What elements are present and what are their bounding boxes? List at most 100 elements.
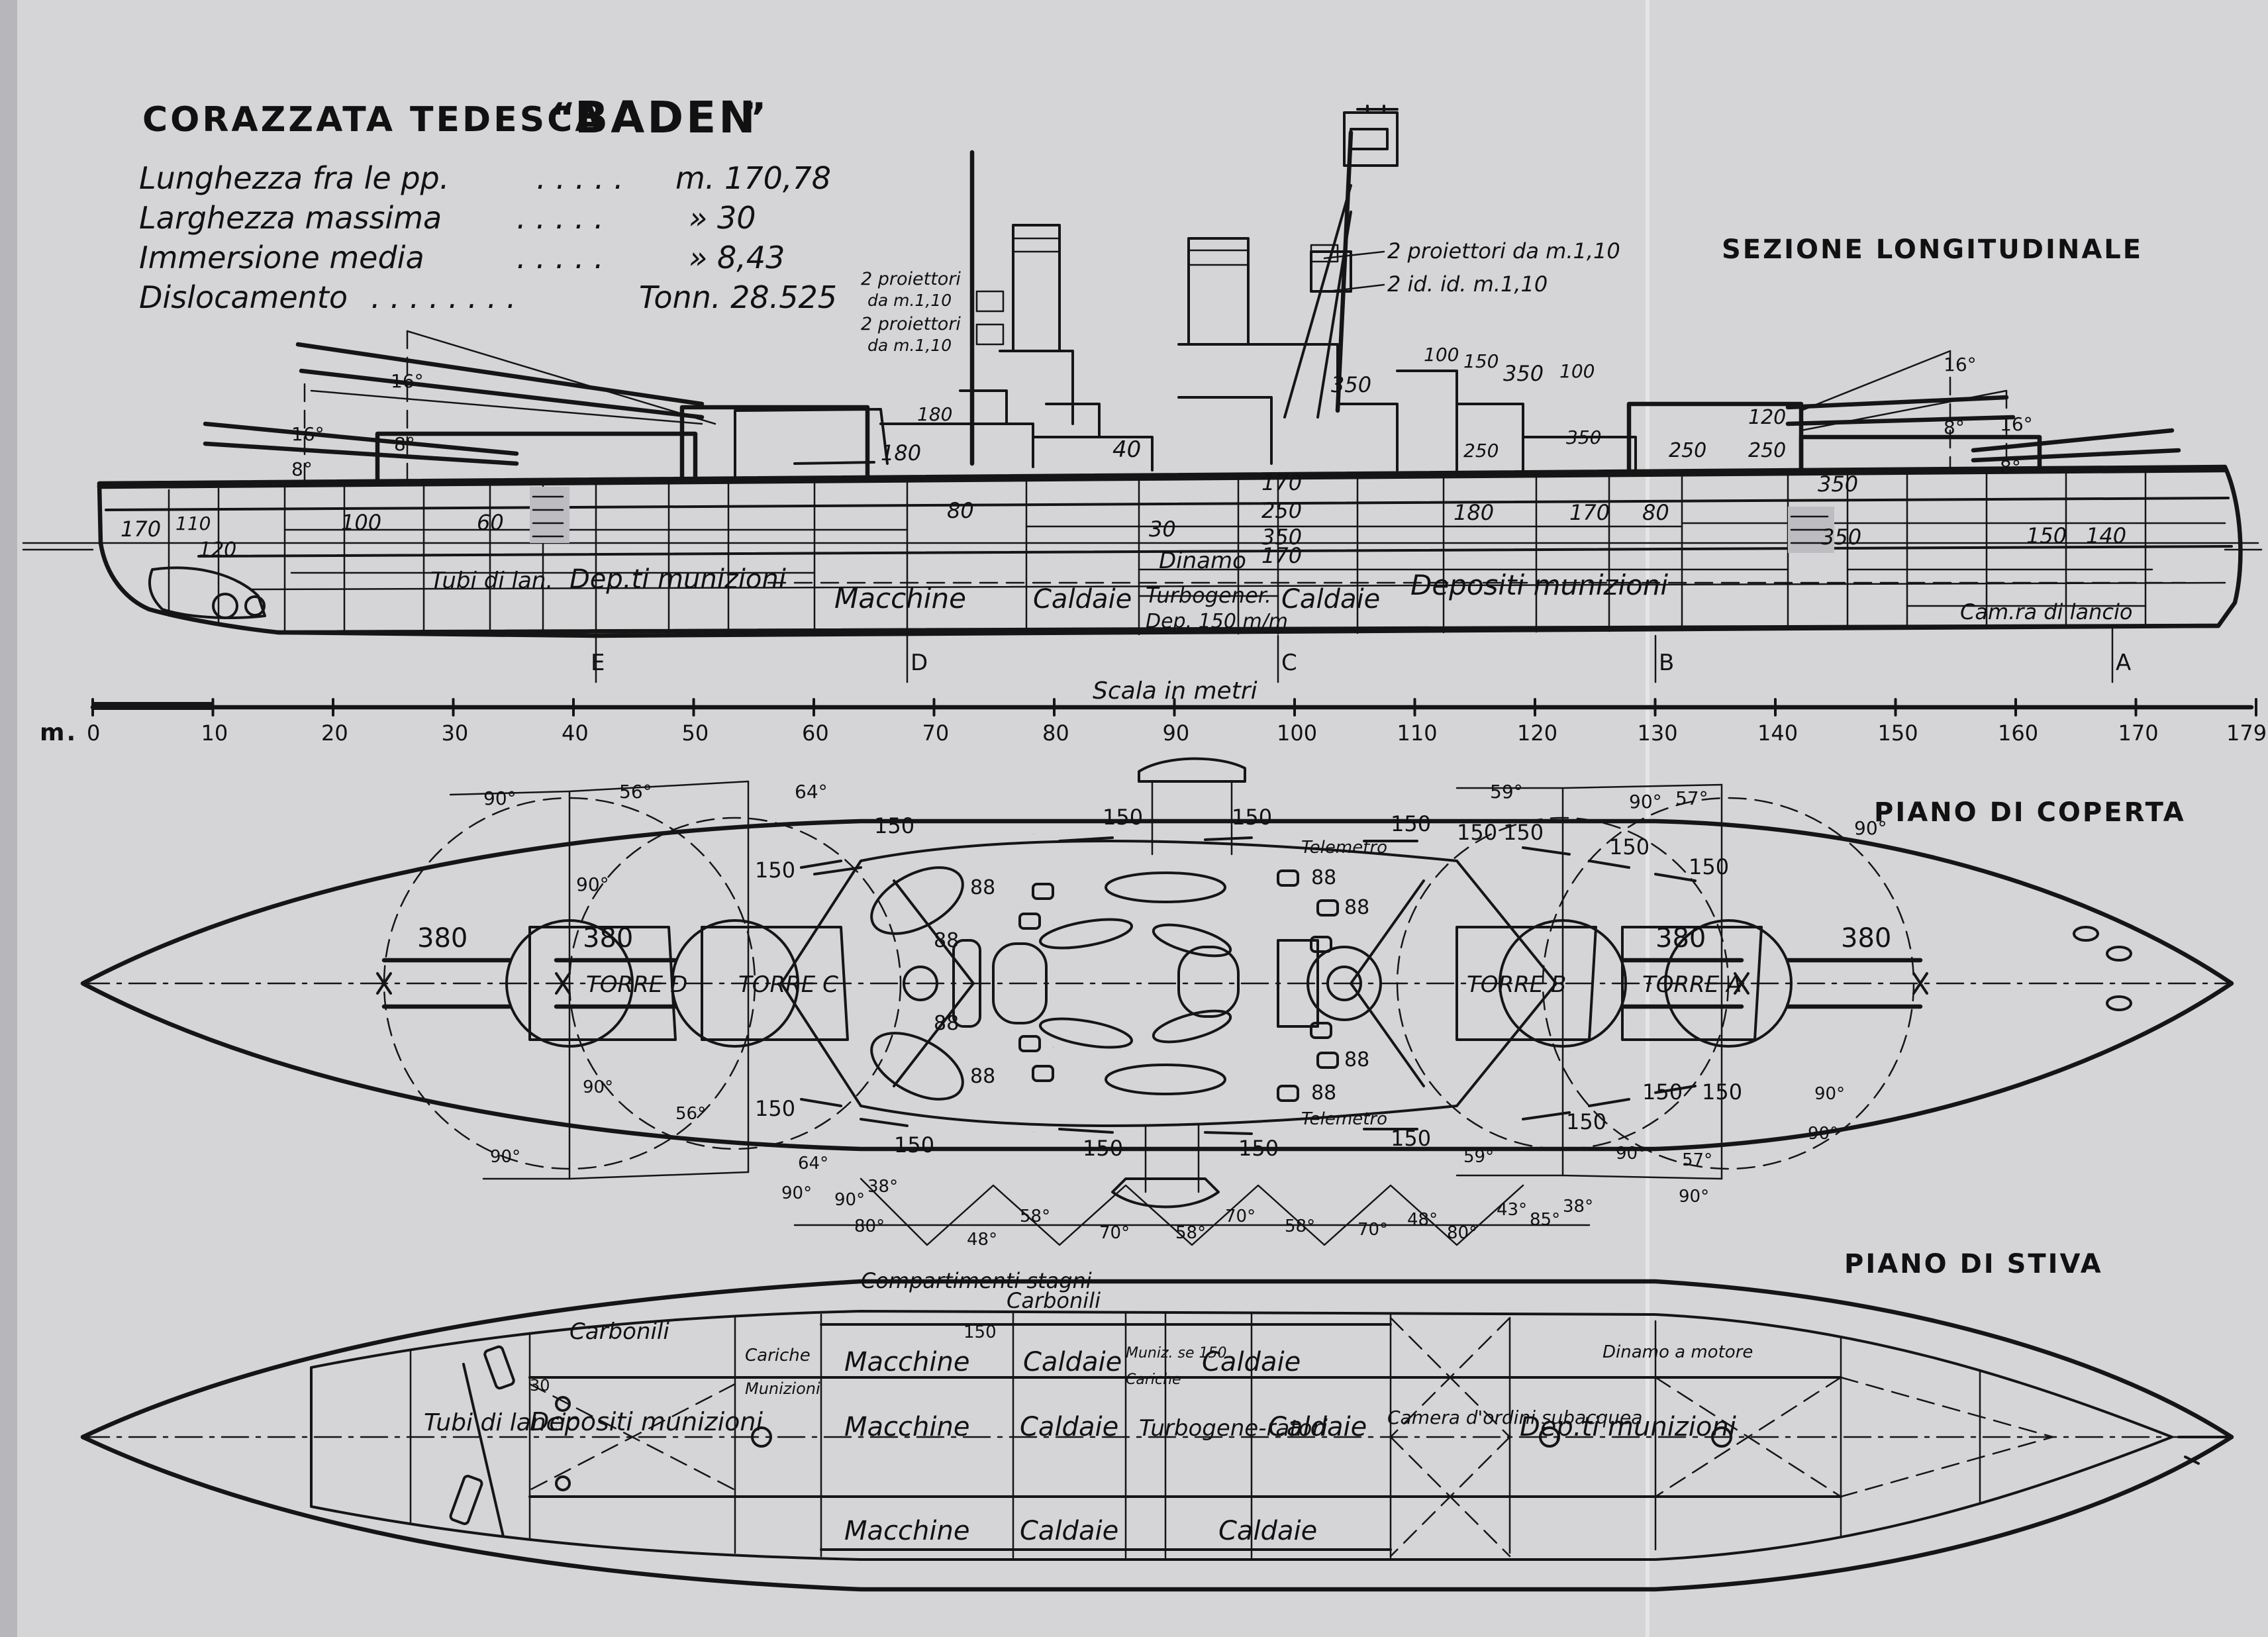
turret-B-shield	[1455, 926, 1597, 1041]
armor-250-fwd-a: 250	[1669, 439, 1706, 462]
armor-80-fwd: 80	[1642, 500, 1669, 525]
arc-top-5: 59°	[1490, 781, 1523, 803]
hold-frames	[310, 1311, 1981, 1559]
superstructure	[734, 343, 1637, 483]
elevation-aft-top: 16°	[391, 370, 424, 392]
aft-mast-base	[952, 939, 981, 1028]
turret-labels: TORRE D TORRE C TORRE B TORRE A	[586, 971, 1742, 998]
scale-tick-label: 179,	[2226, 720, 2268, 746]
scale-tick-label: 20	[321, 720, 348, 746]
armor-350-fwd-low: 350	[1821, 524, 1861, 550]
casemate-150-10: 150	[755, 1096, 795, 1121]
searchlight-fore-platform	[1310, 244, 1339, 263]
torpedo-line	[462, 1363, 505, 1538]
gun-88-2: 88	[934, 929, 959, 952]
scale-tick-label: 0	[87, 720, 100, 746]
armor-350-fwd-top: 350	[1503, 361, 1544, 386]
armor-120-fwd: 120	[1748, 406, 1786, 429]
hawse-3	[2106, 995, 2132, 1011]
spec-value-beam: » 30	[689, 200, 756, 236]
hold-labels: Compartimenti stagni Carbonili Carbonili…	[424, 1268, 1753, 1546]
armor-350-fwd-belt: 350	[1818, 471, 1858, 497]
scale-tick-label: 130	[1638, 720, 1678, 746]
scale-tick-label: 60	[802, 720, 829, 746]
armor-40: 40	[1112, 436, 1141, 463]
armor-170-fwd: 170	[1569, 500, 1610, 525]
gun-88-6: 88	[1344, 896, 1369, 919]
gun-88-5: 88	[1311, 866, 1336, 889]
arc-bottom-1: 90°	[490, 1147, 520, 1167]
searchlight-mast-platform	[975, 290, 1005, 313]
scale-tick-label: 10	[201, 720, 228, 746]
torpedo-tube-aft	[483, 1345, 515, 1390]
armor-hatch-fwd	[1790, 515, 1829, 544]
searchlight-note-funnel-1: 2 proiettori	[861, 269, 961, 289]
arc-top-3: 64°	[795, 781, 828, 803]
armor-180-aft-tower: 180	[917, 403, 952, 425]
compartment-labels: Tubi di lan. Dep.ti munizioni Macchine C…	[430, 548, 2132, 633]
arc-top-8: 90°	[1854, 817, 1887, 839]
scale-tick-label: 100	[1277, 720, 1317, 746]
specs-table: Lunghezza fra le pp. . . . . . m. 170,78…	[139, 160, 837, 315]
hold-depositi-munizioni: Depositi munizioni	[530, 1407, 763, 1436]
casemate-150-7: 150	[1503, 820, 1544, 845]
profile-turret-E	[295, 342, 870, 483]
elevation-fwd-top-8: 8°	[1944, 417, 1965, 438]
armor-140-bow: 140	[2086, 523, 2126, 548]
spec-label-displacement: Dislocamento	[139, 279, 348, 315]
elevation-aft-low-8: 8°	[291, 458, 313, 480]
hold-macchine-2: Macchine	[844, 1412, 969, 1442]
hold-long-bulkheads	[528, 1323, 1842, 1551]
arc-bottom-26: 90°	[1814, 1084, 1845, 1104]
armor-350-bridge: 350	[1331, 372, 1371, 397]
turret-name-C: TORRE C	[738, 971, 838, 998]
gun-88-12: 88	[1331, 1034, 1332, 1035]
hold-150: 150	[963, 1322, 997, 1342]
casemate-150-16: 150	[1642, 1079, 1683, 1105]
arc-bottom-7: 38°	[867, 1177, 898, 1197]
section-label-E: E	[591, 650, 605, 676]
section-label-B: B	[1659, 650, 1674, 676]
spec-leader-draught: . . . . .	[517, 240, 604, 275]
casemate-150-1: 150	[874, 813, 914, 838]
elevation-fwd-low-8: 8°	[2000, 456, 2021, 478]
hold-dep-munizioni-fwd: Dep.ti munizioni	[1520, 1412, 1736, 1442]
searchlight-note-mast-2: 2 id. id. m.1,10	[1387, 272, 1548, 297]
armor-hatch-aft	[532, 495, 564, 538]
profile-label-dinamo: Dinamo	[1159, 548, 1246, 574]
rudder	[148, 566, 266, 619]
armor-170-stern: 170	[121, 517, 161, 542]
turret-A-barbette	[1664, 919, 1793, 1048]
hold-turbogeneratori: Turbogene-ratori	[1139, 1415, 1328, 1442]
searchlight-note-mast-1: 2 proiettori da m.1,10	[1387, 238, 1620, 264]
title-close-quote: ”	[740, 95, 769, 141]
hold-caldaie-5: Caldaie	[1020, 1516, 1118, 1546]
hold-dinamo-motore: Dinamo a motore	[1602, 1342, 1753, 1362]
turret-C-shield	[701, 926, 849, 1041]
arc-bottom-22: 57°	[1682, 1150, 1712, 1170]
waterline	[22, 542, 2263, 551]
arc-bottom-9: 48°	[967, 1230, 997, 1250]
scale-tick-label: 80	[1042, 720, 1069, 746]
hold-macchine-3: Macchine	[844, 1516, 969, 1546]
profile-heading: SEZIONE LONGITUDINALE	[1722, 234, 2143, 265]
davits	[1144, 780, 1233, 1193]
armor-120-stern: 120	[199, 538, 236, 562]
spec-leader-length: . . . . .	[536, 160, 624, 196]
elevation-fwd-top: 16°	[1944, 354, 1977, 375]
armor-250-fwd-b: 250	[1748, 439, 1786, 462]
hold-plan: PIANO DI STIVA	[80, 1249, 2234, 1592]
arc-bottom-2: 90°	[583, 1077, 613, 1097]
arc-bottom-18: 43°	[1497, 1200, 1527, 1220]
angle-lines	[449, 780, 1723, 1246]
spec-label-length: Lunghezza fra le pp.	[139, 160, 449, 196]
hold-caldaie-4: Caldaie	[1268, 1412, 1367, 1442]
conning-tower	[1307, 946, 1382, 1021]
bulkheads	[168, 466, 2147, 637]
title-prefix: CORAZZATA TEDESCA	[142, 100, 605, 140]
main-gun-calibre-D-inner: 380	[583, 923, 633, 954]
boat-top	[1138, 757, 1246, 783]
scale-tick-label: 30	[442, 720, 469, 746]
